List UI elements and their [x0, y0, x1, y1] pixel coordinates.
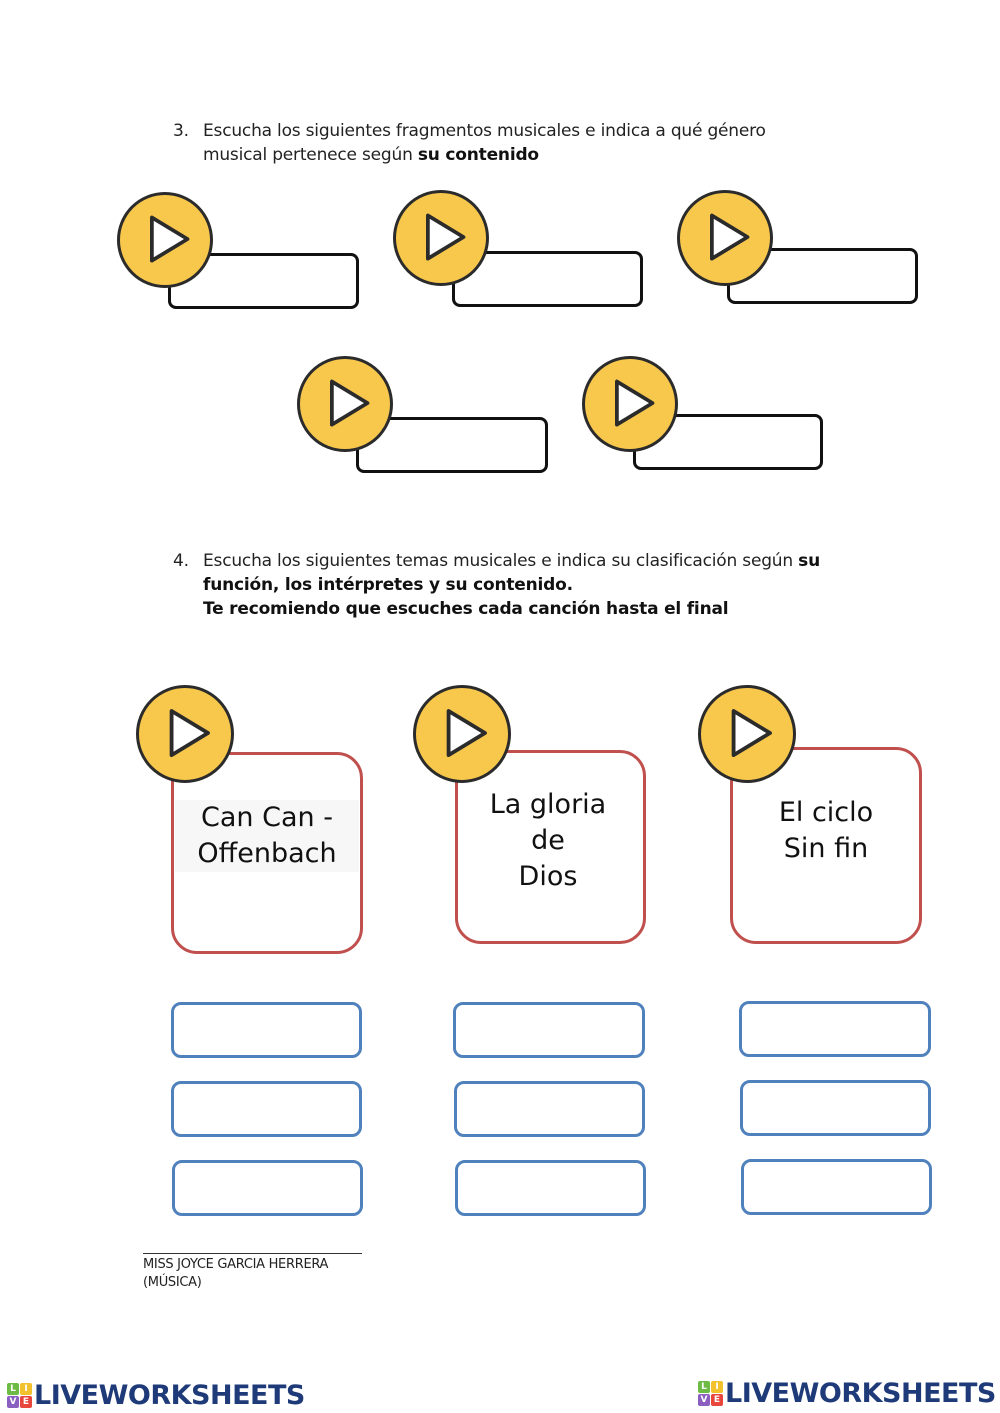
exercise-4-line1: Escucha los siguientes temas musicales e…	[203, 551, 799, 571]
play-icon	[446, 709, 487, 757]
play-button-song-3[interactable]	[698, 685, 796, 783]
play-icon	[150, 215, 190, 263]
liveworksheets-logo-right: L I V E LIVEWORKSHEETS	[698, 1378, 996, 1409]
logo-cubes-icon: L I V E	[698, 1381, 723, 1406]
liveworksheets-logo-left: L I V E LIVEWORKSHEETS	[7, 1380, 305, 1411]
classification-input-2-2[interactable]	[454, 1081, 645, 1137]
play-button-song-1[interactable]	[136, 685, 234, 783]
logo-cube-i: I	[711, 1381, 723, 1393]
signature-name: MISS JOYCE GARCIA HERRERA	[143, 1257, 329, 1272]
exercise-4-line3: Te recomiendo que escuches cada canción …	[203, 599, 729, 619]
classification-input-1-1[interactable]	[171, 1002, 362, 1058]
play-button-3-3[interactable]	[677, 190, 773, 286]
logo-cube-e: E	[20, 1396, 32, 1408]
logo-cube-l: L	[7, 1383, 19, 1395]
play-button-song-2[interactable]	[413, 685, 511, 783]
play-icon	[731, 709, 772, 757]
exercise-3-instructions: 3. Escucha los siguientes fragmentos mus…	[173, 119, 853, 167]
play-button-3-4[interactable]	[297, 356, 393, 452]
logo-cube-l: L	[698, 1381, 710, 1393]
answer-input-3-2[interactable]	[452, 251, 643, 307]
logo-cubes-icon: L I V E	[7, 1383, 32, 1408]
signature-line	[143, 1253, 362, 1254]
play-button-3-5[interactable]	[582, 356, 678, 452]
play-icon	[169, 709, 210, 757]
play-icon	[426, 213, 466, 261]
logo-cube-i: I	[20, 1383, 32, 1395]
classification-input-3-2[interactable]	[740, 1080, 931, 1136]
exercise-3-number: 3.	[173, 121, 189, 141]
answer-input-3-4[interactable]	[356, 417, 548, 473]
logo-text: LIVEWORKSHEETS	[34, 1380, 305, 1411]
play-icon	[330, 379, 370, 427]
signature: MISS JOYCE GARCIA HERRERA (MÚSICA)	[143, 1256, 328, 1292]
logo-text: LIVEWORKSHEETS	[725, 1378, 996, 1409]
signature-subject: (MÚSICA)	[143, 1275, 202, 1290]
play-icon	[710, 213, 750, 261]
exercise-4-number: 4.	[173, 551, 189, 571]
classification-input-2-3[interactable]	[455, 1160, 646, 1216]
exercise-3-line2: musical pertenece según	[203, 145, 418, 165]
classification-input-1-3[interactable]	[172, 1160, 363, 1216]
play-icon	[615, 379, 655, 427]
song-card-2	[455, 750, 646, 944]
classification-input-1-2[interactable]	[171, 1081, 362, 1137]
song-title-2: La gloria de Dios	[489, 789, 607, 892]
classification-input-3-1[interactable]	[739, 1001, 931, 1057]
song-title-1: Can Can - Offenbach	[175, 800, 359, 872]
exercise-4-line2: función, los intérpretes y su contenido.	[203, 575, 573, 595]
classification-input-3-3[interactable]	[741, 1159, 932, 1215]
song-title-3: El ciclo Sin fin	[778, 797, 874, 864]
logo-cube-e: E	[711, 1394, 723, 1406]
play-button-3-2[interactable]	[393, 190, 489, 286]
exercise-4-line1-bold: su	[798, 551, 820, 571]
logo-cube-v: V	[698, 1394, 710, 1406]
classification-input-2-1[interactable]	[453, 1002, 645, 1058]
exercise-4-instructions: 4. Escucha los siguientes temas musicale…	[173, 549, 873, 621]
logo-cube-v: V	[7, 1396, 19, 1408]
exercise-3-line1: Escucha los siguientes fragmentos musica…	[203, 121, 766, 141]
play-button-3-1[interactable]	[117, 192, 213, 288]
exercise-3-line2-bold: su contenido	[417, 145, 539, 165]
